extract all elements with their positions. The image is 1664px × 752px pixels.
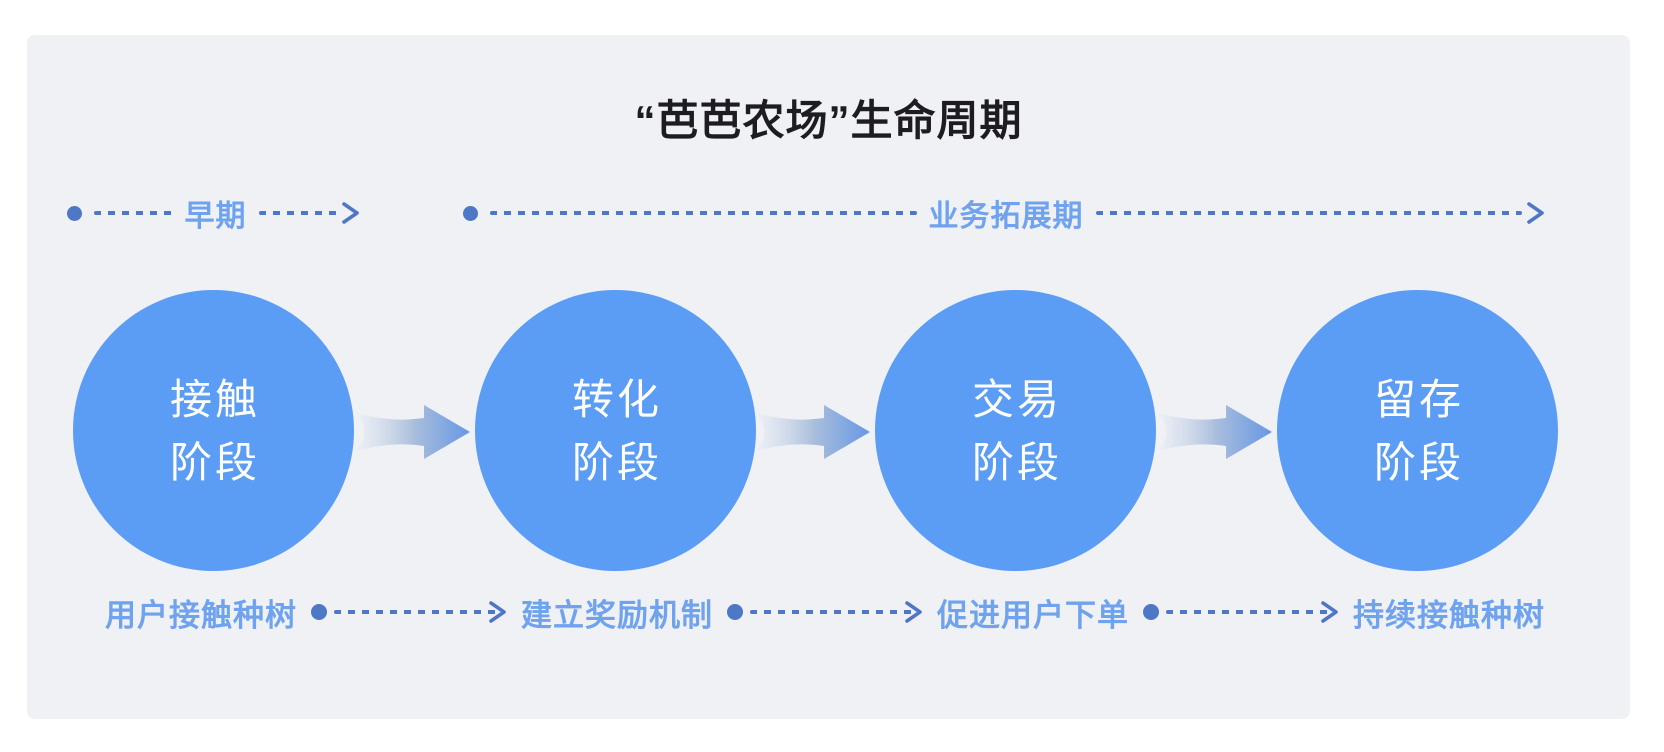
stage-name-line2: 阶段 — [169, 438, 260, 486]
stage-circle-transaction: 交易 阶段 — [875, 290, 1156, 571]
arrow-right-chevron-icon — [1527, 202, 1544, 224]
stage-name-line1: 留存 — [1373, 375, 1464, 423]
gradient-flow-arrow-icon — [356, 405, 470, 459]
stage-name-line2: 阶段 — [571, 438, 662, 486]
arrow-right-chevron-icon — [489, 601, 506, 623]
timeline-dot-icon — [463, 205, 478, 221]
phase-label-expansion: 业务拓展期 — [928, 200, 1084, 233]
timeline-early-phase: 早期 — [67, 193, 360, 233]
dashed-line — [750, 610, 912, 614]
stage-name-line2: 阶段 — [971, 438, 1062, 486]
bottom-steps-row: 用户接触种树 建立奖励机制 促进用户下单 持续接触种树 — [105, 590, 1545, 634]
step-label-transaction: 促进用户下单 — [937, 597, 1129, 633]
step-connector — [727, 600, 923, 624]
timeline-expansion-phase: 业务拓展期 — [463, 193, 1545, 233]
arrow-right-chevron-icon — [342, 202, 359, 224]
stage-circle-conversion: 转化 阶段 — [475, 290, 756, 571]
gradient-flow-arrow-icon — [1158, 405, 1272, 459]
stage-name-line1: 接触 — [169, 375, 260, 423]
timeline-dot-icon — [727, 604, 743, 620]
stage-circle-retention: 留存 阶段 — [1277, 290, 1558, 571]
dashed-line — [1095, 211, 1522, 215]
dashed-line — [334, 610, 496, 614]
step-connector — [1143, 600, 1339, 624]
diagram-title: “芭芭农场”生命周期 — [634, 97, 1023, 144]
dashed-line — [94, 211, 173, 215]
timeline-dot-icon — [67, 205, 82, 221]
phase-label-early: 早期 — [184, 200, 247, 233]
stage-name-line1: 转化 — [571, 375, 662, 423]
stage-name-line1: 交易 — [971, 375, 1062, 423]
dashed-line — [258, 211, 337, 215]
arrow-right-chevron-icon — [905, 601, 922, 623]
gradient-flow-arrow-icon — [756, 405, 870, 459]
step-label-retention: 持续接触种树 — [1353, 597, 1545, 633]
stage-name-line2: 阶段 — [1373, 438, 1464, 486]
dashed-line — [490, 211, 917, 215]
step-connector — [311, 600, 507, 624]
lifecycle-diagram-panel: “芭芭农场”生命周期 早期 业务拓展期 接触 阶段 转化 阶段 交易 阶段 留存… — [27, 35, 1630, 719]
step-label-conversion: 建立奖励机制 — [521, 597, 713, 633]
arrow-right-chevron-icon — [1321, 601, 1338, 623]
dashed-line — [1166, 610, 1328, 614]
timeline-dot-icon — [1143, 604, 1159, 620]
timeline-dot-icon — [311, 604, 327, 620]
stage-circle-contact: 接触 阶段 — [73, 290, 354, 571]
step-label-contact: 用户接触种树 — [105, 597, 297, 633]
